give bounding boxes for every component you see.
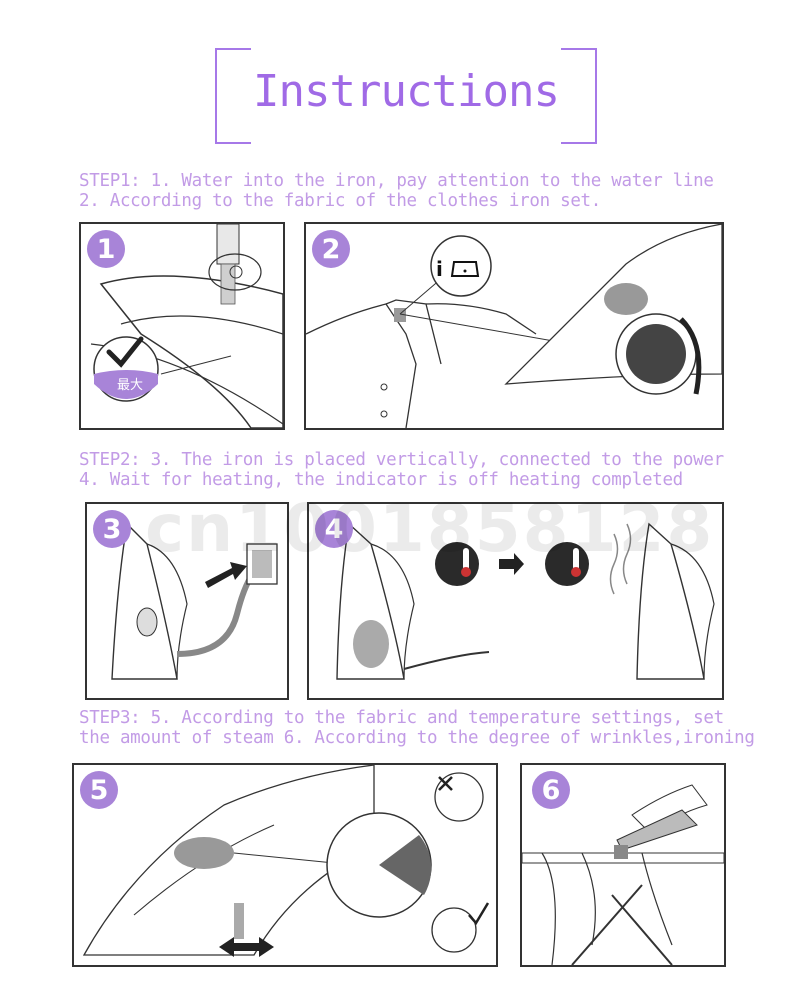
- panel-6-illustration: [522, 784, 724, 965]
- step3-text: STEP3: 5. According to the fabric and te…: [79, 708, 779, 748]
- title-frame: Instructions: [215, 48, 597, 144]
- step-badge-5: 5: [80, 771, 118, 809]
- step3-line2: the amount of steam 6. According to the …: [79, 728, 755, 748]
- step-badge-1: 1: [87, 230, 125, 268]
- panel-2-illustration: i: [306, 224, 722, 428]
- step-badge-2: 2: [312, 230, 350, 268]
- panel-2-fabric-setting: i 2: [304, 222, 724, 430]
- panel-4-heating: 4: [307, 502, 724, 700]
- panel-5-steam-setting: 5: [72, 763, 498, 967]
- step2-line1: STEP2: 3. The iron is placed vertically,…: [79, 450, 724, 470]
- step-badge-3: 3: [93, 510, 131, 548]
- step2-line2: 4. Wait for heating, the indicator is of…: [79, 470, 683, 490]
- step3-line1: STEP3: 5. According to the fabric and te…: [79, 708, 724, 728]
- step1-line1: STEP1: 1. Water into the iron, pay atten…: [79, 171, 714, 191]
- svg-text:i: i: [436, 257, 443, 281]
- panel-5-illustration: [82, 765, 490, 957]
- step-badge-6: 6: [532, 771, 570, 809]
- left-bracket: [215, 48, 251, 144]
- step1-line2: 2. According to the fabric of the clothe…: [79, 191, 602, 211]
- max-water-label: 最大: [117, 378, 144, 393]
- right-bracket: [561, 48, 597, 144]
- step-badge-4: 4: [315, 510, 353, 548]
- step2-text: STEP2: 3. The iron is placed vertically,…: [79, 450, 779, 490]
- panel-1-illustration: [90, 224, 283, 428]
- panel-3-plug-in: 3: [85, 502, 289, 700]
- panel-4-illustration: [336, 522, 715, 680]
- step1-text: STEP1: 1. Water into the iron, pay atten…: [79, 171, 779, 211]
- panel-1-fill-water: 最大 1: [79, 222, 285, 430]
- panel-6-ironing: 6: [520, 763, 726, 967]
- panel-3-illustration: [111, 522, 278, 680]
- page-title: Instructions: [253, 66, 560, 117]
